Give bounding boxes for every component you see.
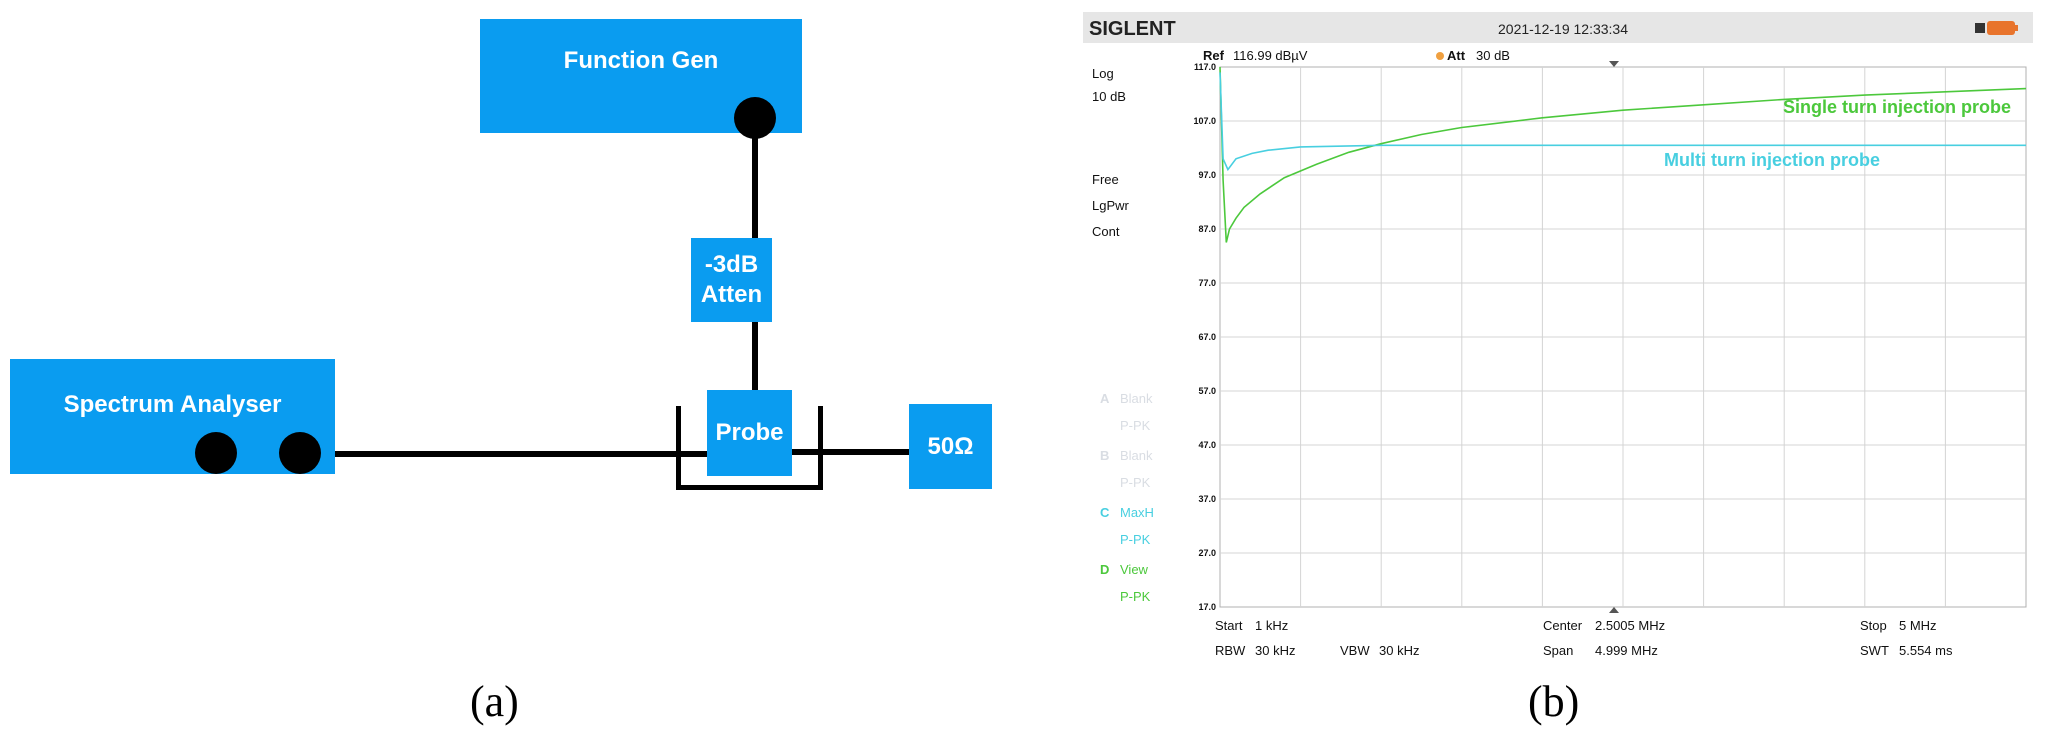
y-tick-label: 97.0 bbox=[1198, 170, 1216, 180]
trace-b-state: Blank bbox=[1120, 448, 1153, 463]
analyser-input-connector-2 bbox=[279, 432, 321, 474]
title-bar bbox=[1083, 12, 2033, 43]
y-tick-label: 117.0 bbox=[1194, 62, 1216, 72]
swt-value: 5.554 ms bbox=[1899, 643, 1953, 658]
termination-label: 50Ω bbox=[927, 432, 974, 460]
trace-d-detector: P-PK bbox=[1120, 589, 1151, 604]
y-tick-label: 87.0 bbox=[1198, 224, 1216, 234]
trace-b-detector: P-PK bbox=[1120, 475, 1151, 490]
caption-a: (a) bbox=[470, 677, 519, 726]
trace-lines bbox=[1219, 66, 2027, 243]
datetime-label: 2021-12-19 12:33:34 bbox=[1498, 21, 1628, 37]
att-indicator-icon bbox=[1436, 52, 1444, 60]
trace-a-letter: A bbox=[1100, 391, 1110, 406]
span-label: Span bbox=[1543, 643, 1573, 658]
trace-line-multi-turn bbox=[1219, 72, 2026, 172]
stop-label: Stop bbox=[1860, 618, 1887, 633]
plot-grid bbox=[1220, 67, 2026, 607]
y-tick-label: 57.0 bbox=[1198, 386, 1216, 396]
center-markers bbox=[1609, 61, 1619, 613]
trace-a-detector: P-PK bbox=[1120, 418, 1151, 433]
wire-analyser-to-probe bbox=[300, 451, 707, 457]
probe-bracket-bottom bbox=[676, 485, 823, 490]
battery-icon bbox=[1975, 21, 2018, 35]
function-gen-output-connector bbox=[734, 97, 776, 139]
caption-b: (b) bbox=[1528, 677, 1580, 726]
series-label-multi-turn: Multi turn injection probe bbox=[1664, 150, 1880, 170]
span-value: 4.999 MHz bbox=[1595, 643, 1658, 658]
probe-label: Probe bbox=[715, 419, 784, 446]
probe-block: Probe bbox=[707, 390, 792, 476]
start-value: 1 kHz bbox=[1255, 618, 1288, 633]
trace-d-letter: D bbox=[1100, 562, 1109, 577]
y-tick-labels: 117.0 107.0 97.0 87.0 77.0 67.0 57.0 47.0 37.0 27… bbox=[1193, 62, 1216, 612]
ref-value: 116.99 dBµV bbox=[1233, 48, 1308, 63]
attenuator-block: -3dB Atten bbox=[691, 238, 772, 322]
att-value: 30 dB bbox=[1476, 48, 1510, 63]
swt-label: SWT bbox=[1860, 643, 1889, 658]
start-label: Start bbox=[1215, 618, 1243, 633]
trace-d-state: View bbox=[1120, 562, 1149, 577]
wire-fgen-to-atten bbox=[752, 120, 758, 238]
spectrum-analyzer-svg: SIGLENT 2021-12-19 12:33:34 Ref 116.99 d… bbox=[1083, 12, 2033, 658]
attenuator-label-name: Atten bbox=[700, 281, 763, 308]
trace-line-single-turn bbox=[1219, 66, 2027, 243]
series-label-single-turn: Single turn injection probe bbox=[1783, 97, 2011, 117]
ref-label: Ref bbox=[1203, 48, 1225, 63]
sweep-mode: Cont bbox=[1092, 224, 1120, 239]
wire-atten-to-probe bbox=[752, 322, 758, 390]
rbw-value: 30 kHz bbox=[1255, 643, 1295, 658]
brand-label: SIGLENT bbox=[1089, 18, 1176, 40]
vbw-label: VBW bbox=[1340, 643, 1370, 658]
trace-c-letter: C bbox=[1100, 505, 1110, 520]
trigger-mode: Free bbox=[1092, 172, 1119, 187]
y-tick-label: 107.0 bbox=[1193, 116, 1216, 126]
y-tick-label: 37.0 bbox=[1198, 494, 1216, 504]
trace-b-letter: B bbox=[1100, 448, 1109, 463]
vbw-value: 30 kHz bbox=[1379, 643, 1419, 658]
attenuator-label-value: -3dB bbox=[704, 251, 759, 278]
scale-type: Log bbox=[1092, 66, 1114, 81]
stop-value: 5 MHz bbox=[1899, 618, 1937, 633]
termination-50ohm-block: 50Ω bbox=[909, 404, 992, 489]
probe-bracket-right bbox=[818, 406, 823, 490]
function-generator-label: Function Gen bbox=[563, 47, 719, 74]
y-tick-label: 17.0 bbox=[1198, 602, 1216, 612]
wire-probe-to-load bbox=[790, 449, 910, 455]
y-tick-label: 47.0 bbox=[1198, 440, 1216, 450]
center-label: Center bbox=[1543, 618, 1583, 633]
detector-mode: LgPwr bbox=[1092, 198, 1130, 213]
y-tick-label: 27.0 bbox=[1198, 548, 1216, 558]
rbw-label: RBW bbox=[1215, 643, 1246, 658]
trace-a-state: Blank bbox=[1120, 391, 1153, 406]
trace-c-detector: P-PK bbox=[1120, 532, 1151, 547]
y-tick-label: 77.0 bbox=[1198, 278, 1216, 288]
spectrum-analyser-label: Spectrum Analyser bbox=[63, 390, 282, 418]
analyser-input-connector-1 bbox=[195, 432, 237, 474]
center-value: 2.5005 MHz bbox=[1595, 618, 1665, 633]
y-tick-label: 67.0 bbox=[1198, 332, 1216, 342]
plot-area: 117.0 107.0 97.0 87.0 77.0 67.0 57.0 47.0 37.0 27… bbox=[1193, 61, 2027, 613]
scale-per-div: 10 dB bbox=[1092, 89, 1126, 104]
trace-c-state: MaxH bbox=[1120, 505, 1154, 520]
att-label: Att bbox=[1447, 48, 1466, 63]
spectrum-analyzer-screen: SIGLENT 2021-12-19 12:33:34 Ref 116.99 d… bbox=[1083, 12, 2033, 677]
probe-bracket-left bbox=[676, 406, 681, 490]
